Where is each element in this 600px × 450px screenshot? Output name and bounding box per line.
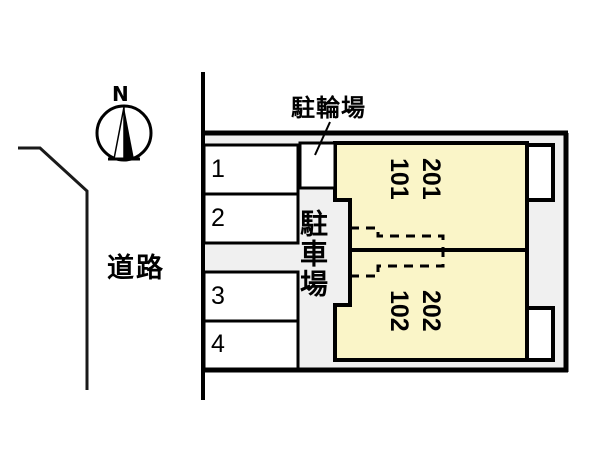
road-label: 道路 — [107, 253, 165, 284]
road-boundary-line — [18, 146, 89, 390]
parking-stall-2 — [202, 192, 300, 245]
compass-needle-filled — [124, 107, 134, 159]
unit-number-201: 201 — [417, 158, 445, 200]
parking-stall-3 — [202, 270, 300, 323]
unit-number-202: 202 — [417, 290, 445, 332]
balcony-lower — [525, 306, 555, 362]
car-parking-label: 駐車場 — [296, 209, 329, 299]
entry-path-lower — [350, 250, 445, 278]
bicycle-parking-label: 駐輪場 — [291, 94, 366, 122]
entry-path-upper — [350, 226, 445, 250]
parking-stall-number-3: 3 — [211, 282, 225, 310]
parking-stall-number-4: 4 — [211, 330, 225, 358]
parking-stall-number-1: 1 — [211, 155, 225, 183]
bicycle-parking-leader-line — [314, 121, 331, 156]
parking-stall-number-2: 2 — [211, 204, 225, 232]
compass-north-label: N — [112, 82, 129, 106]
unit-number-101: 101 — [385, 158, 413, 200]
balcony-upper — [525, 143, 555, 202]
parking-stall-4 — [202, 319, 300, 371]
unit-number-102: 102 — [385, 290, 413, 332]
